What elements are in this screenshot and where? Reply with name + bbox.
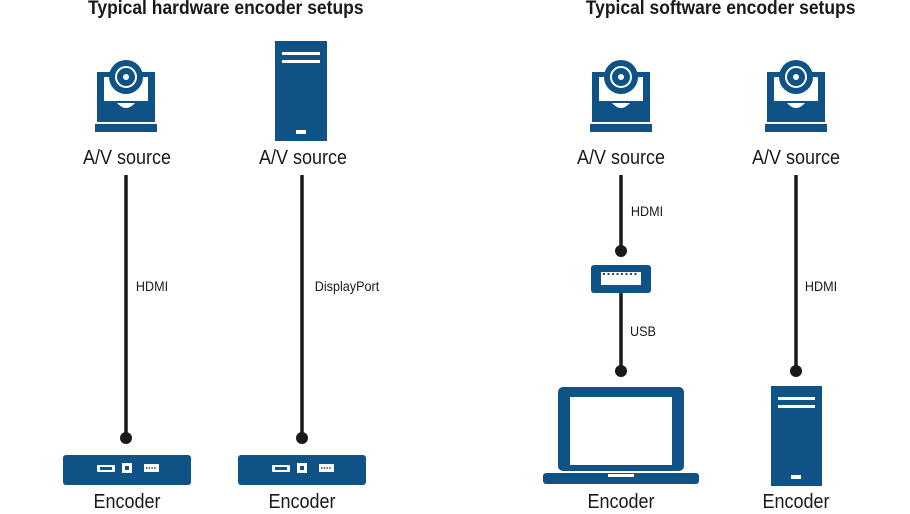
ptz-camera-icon (589, 59, 653, 133)
encoder-label: Encoder (268, 491, 336, 513)
encoder-label: Encoder (762, 491, 830, 513)
encoder-box-icon (62, 454, 192, 486)
cable-end-dot (296, 432, 308, 444)
av-source-label: A/V source (82, 147, 172, 169)
cable-label: HDMI (804, 278, 838, 294)
laptop-icon (543, 387, 699, 484)
encoder-box-icon (237, 454, 367, 486)
cable-label: HDMI (630, 203, 664, 219)
cable-label: USB (630, 323, 656, 339)
usb-capture-card-icon (591, 265, 651, 293)
ptz-camera-icon (764, 59, 828, 133)
software-section-title: Typical software encoder setups (585, 0, 856, 19)
tower-pc-icon (771, 386, 822, 486)
av-source-label: A/V source (258, 147, 348, 169)
cable-label: DisplayPort (314, 278, 380, 294)
cable-end-dot (615, 245, 627, 257)
ptz-camera-icon (94, 59, 158, 133)
encoder-label: Encoder (93, 491, 161, 513)
av-source-label: A/V source (751, 147, 841, 169)
cable-end-dot (120, 432, 132, 444)
tower-pc-icon (275, 41, 327, 141)
encoder-label: Encoder (587, 491, 655, 513)
av-source-label: A/V source (576, 147, 666, 169)
cable-end-dot (790, 365, 802, 377)
cable-end-dot (615, 365, 627, 377)
hardware-section-title: Typical hardware encoder setups (87, 0, 364, 19)
cable-label: HDMI (135, 278, 169, 294)
